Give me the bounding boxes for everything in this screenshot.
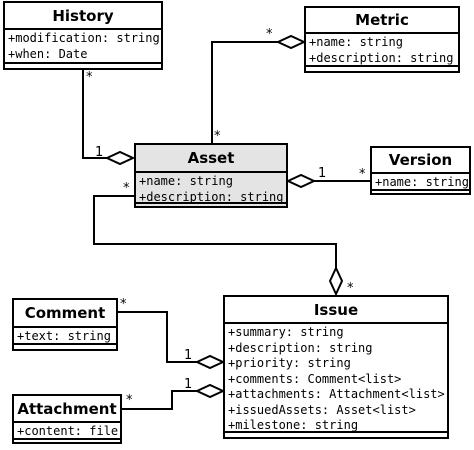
operations-compartment — [306, 67, 458, 71]
operations-compartment — [14, 345, 116, 349]
class-name: Asset — [136, 145, 286, 173]
attributes-compartment: +text: string — [14, 328, 116, 345]
multiplicity-label: * — [347, 281, 354, 296]
attribute: +modification: string — [8, 31, 160, 45]
history-asset-association — [82, 70, 107, 159]
attribute: +description: string — [228, 340, 373, 355]
attribute: +content: file — [17, 424, 119, 438]
operations-compartment — [225, 433, 447, 437]
attribute: +comments: Comment<list> — [228, 371, 402, 386]
asset-issue-association — [93, 195, 337, 268]
attribute: +summary: string — [228, 325, 344, 339]
comment-issue-aggregation-diamond — [194, 354, 226, 370]
attributes-compartment: +name: string — [372, 174, 469, 191]
multiplicity-label: 1 — [184, 377, 193, 392]
class-issue[interactable]: Issue +summary: string +description: str… — [223, 295, 449, 439]
attribute: +priority: string — [228, 356, 351, 370]
class-attachment[interactable]: Attachment +content: file — [12, 394, 122, 444]
attribute: +description: string — [139, 189, 284, 204]
class-name: Issue — [225, 297, 447, 324]
operations-compartment — [5, 64, 161, 68]
attribute: +text: string — [17, 329, 111, 343]
attributes-compartment: +summary: string +description: string +p… — [225, 324, 447, 433]
history-asset-aggregation-diamond — [104, 150, 136, 166]
attribute: +issuedAssets: Asset<list> — [228, 402, 416, 417]
comment-issue-association — [118, 311, 197, 363]
attribute: +milestone: string — [228, 418, 359, 432]
operations-compartment — [372, 191, 469, 195]
class-asset[interactable]: Asset +name: string +description: string — [134, 143, 288, 208]
attribute: +name: string — [375, 175, 469, 189]
multiplicity-label: 1 — [184, 348, 193, 363]
multiplicity-label: * — [86, 70, 93, 85]
attribute: +attachments: Attachment<list> — [228, 387, 445, 401]
attachment-issue-aggregation-diamond — [194, 383, 226, 399]
multiplicity-label: * — [359, 167, 366, 182]
asset-issue-aggregation-diamond — [328, 265, 344, 297]
multiplicity-label: * — [214, 129, 221, 144]
attribute: +description: string — [309, 50, 454, 65]
attributes-compartment: +modification: string +when: Date — [5, 30, 161, 64]
metric-asset-aggregation-diamond — [275, 34, 307, 50]
attributes-compartment: +content: file — [14, 423, 120, 440]
class-name: Version — [372, 148, 469, 174]
attachment-issue-association — [122, 390, 197, 410]
attributes-compartment: +name: string +description: string — [306, 34, 458, 67]
version-asset-aggregation-diamond — [285, 173, 317, 189]
class-name: Comment — [14, 300, 116, 328]
multiplicity-label: * — [126, 393, 133, 408]
multiplicity-label: * — [120, 297, 127, 312]
class-name: Metric — [306, 8, 458, 34]
multiplicity-label: * — [123, 181, 130, 196]
class-name: History — [5, 3, 161, 30]
multiplicity-label: 1 — [95, 145, 104, 160]
attribute: +when: Date — [8, 46, 88, 61]
class-metric[interactable]: Metric +name: string +description: strin… — [304, 6, 460, 73]
attribute: +name: string — [139, 174, 233, 188]
multiplicity-label: 1 — [318, 166, 327, 181]
multiplicity-label: * — [266, 27, 273, 42]
class-version[interactable]: Version +name: string — [370, 146, 471, 195]
attribute: +name: string — [309, 35, 403, 49]
class-history[interactable]: History +modification: string +when: Dat… — [3, 1, 163, 70]
class-name: Attachment — [14, 396, 120, 423]
operations-compartment — [14, 440, 120, 444]
attributes-compartment: +name: string +description: string — [136, 173, 286, 204]
class-comment[interactable]: Comment +text: string — [12, 298, 118, 351]
metric-asset-association — [211, 41, 278, 143]
